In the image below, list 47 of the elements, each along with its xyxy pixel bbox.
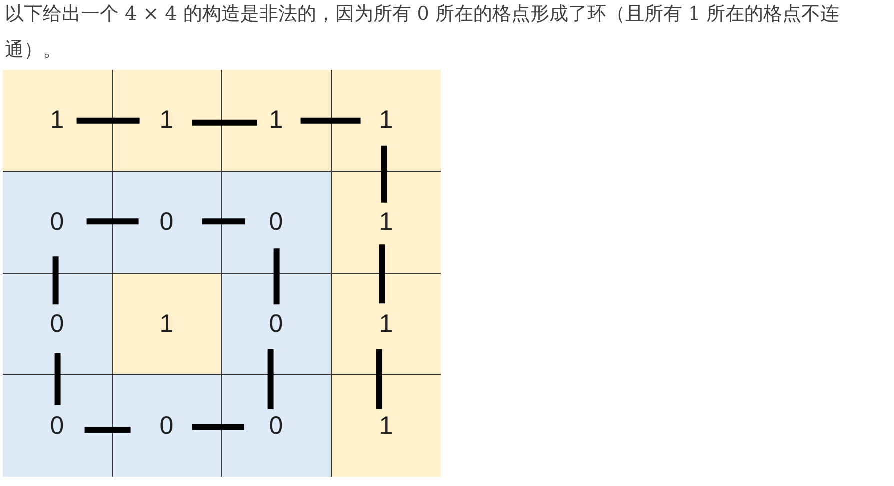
link-bar [192, 120, 258, 126]
link-bar [376, 349, 382, 410]
link-bar [379, 244, 386, 304]
grid-cell [332, 274, 441, 376]
grid-cell [222, 375, 332, 477]
cell-number: 0 [50, 208, 64, 236]
cell-number: 1 [269, 106, 284, 134]
grid-cell [3, 375, 112, 477]
cell-number: 0 [269, 310, 284, 338]
grid-cell [332, 172, 441, 274]
cell-number: 0 [269, 208, 284, 236]
link-bar [84, 427, 131, 434]
grid-cell [222, 274, 332, 376]
cell-number: 0 [160, 208, 174, 236]
cell-number: 1 [50, 106, 64, 134]
grid-cell [112, 172, 222, 274]
cell-number: 1 [160, 106, 174, 134]
cell-number: 1 [379, 412, 394, 440]
grid-cell [222, 172, 332, 274]
grid-cell [3, 172, 112, 274]
problem-statement: 以下给出一个 4 × 4 的构造是非法的，因为所有 0 所在的格点形成了环（且所有 1 所在的格点不连通）。 [5, 2, 841, 63]
link-bar [54, 353, 61, 406]
cell-number: 0 [160, 412, 174, 440]
link-bar [202, 218, 246, 225]
grid-cell [112, 274, 222, 376]
link-bar [52, 256, 59, 305]
cell-number: 1 [379, 310, 394, 338]
link-bar [300, 118, 361, 124]
link-bar [381, 146, 388, 203]
link-bar [268, 349, 274, 410]
grid-cell [112, 70, 222, 172]
link-bar [76, 118, 140, 124]
grid-cell [112, 375, 222, 477]
link-bar [274, 248, 280, 305]
grid-cell [222, 70, 332, 172]
cell-number: 1 [160, 310, 174, 338]
link-bar [192, 424, 244, 430]
grid-cell [3, 70, 112, 172]
cell-number: 0 [50, 412, 64, 440]
grid-cell [3, 274, 112, 376]
cell-number: 0 [50, 310, 64, 338]
cell-number: 0 [269, 412, 284, 440]
grid-cell [332, 70, 441, 172]
cell-number: 1 [379, 208, 394, 236]
grid-cell [332, 375, 441, 477]
cell-number: 1 [379, 106, 394, 134]
link-bar [86, 218, 139, 225]
